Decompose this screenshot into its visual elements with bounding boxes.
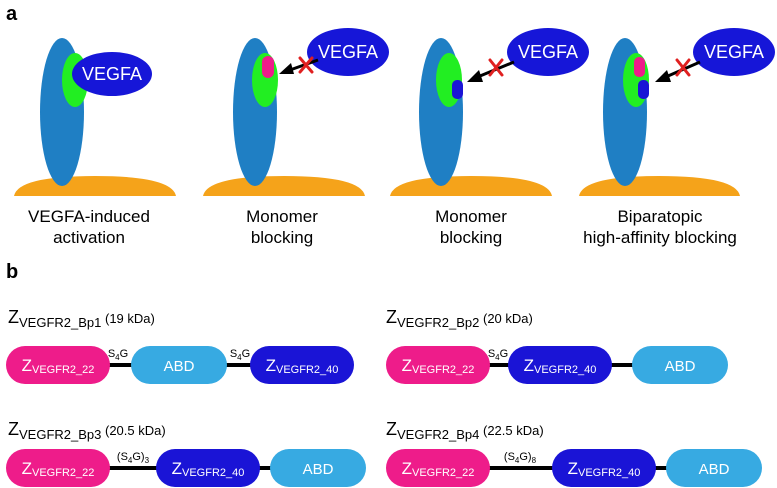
construct-bp2: ZVEGFR2_Bp2 (20 kDa) ZVEGFR2_22 ZVEGFR2_… (386, 307, 728, 384)
scenario-caption-line1: Biparatopic (617, 207, 703, 226)
scenario-monomer-blocking-z40: VEGFA Monomer blocking (390, 28, 589, 247)
panel-b-label: b (6, 261, 18, 283)
scenario-caption-line1: Monomer (246, 207, 318, 226)
linker-label-s4g3: (S4G)3 (117, 451, 150, 465)
z40-domain (156, 449, 260, 487)
z22-domain (386, 449, 490, 487)
z22-affibody (634, 57, 645, 77)
scenario-activation: VEGFA VEGFA-induced activation (14, 38, 176, 247)
blocked-arrow-head (467, 70, 483, 82)
construct-title: ZVEGFR2_Bp4 (22.5 kDa) (386, 419, 544, 442)
z40-domain-label: ZVEGFR2_40 (568, 459, 641, 479)
z40-affibody (638, 80, 649, 99)
linker-label-s4g: S4G (230, 348, 250, 362)
panel-a-label: a (6, 3, 18, 25)
z40-domain-label: ZVEGFR2_40 (172, 459, 245, 479)
scenario-caption-line1: Monomer (435, 207, 507, 226)
z22-domain (386, 346, 490, 384)
block-x-icon (298, 56, 314, 74)
construct-bp1: ZVEGFR2_Bp1 (19 kDa) ZVEGFR2_22 ABD ZVEG… (6, 307, 354, 384)
scenario-biparatopic-blocking: VEGFA Biparatopic high-affinity blocking (579, 28, 775, 247)
z40-domain (250, 346, 354, 384)
linker-label-s4g8: (S4G)8 (504, 451, 537, 465)
scenario-caption-line2: activation (53, 228, 125, 247)
cell-membrane (14, 176, 176, 196)
construct-title: ZVEGFR2_Bp1 (19 kDa) (8, 307, 155, 330)
abd-domain-label: ABD (164, 358, 195, 375)
vegfa-label: VEGFA (518, 42, 578, 62)
construct-bp3: ZVEGFR2_Bp3 (20.5 kDa) ZVEGFR2_22 ZVEGFR… (6, 419, 366, 487)
z40-affibody (452, 80, 463, 99)
block-x-icon (675, 58, 691, 77)
scenario-caption-line2: blocking (440, 228, 502, 247)
vegfa-ligand (693, 28, 775, 76)
z22-domain (6, 449, 110, 487)
abd-domain-label: ABD (699, 461, 730, 478)
cell-membrane (390, 176, 552, 196)
z40-domain (508, 346, 612, 384)
z22-domain-label: ZVEGFR2_22 (22, 356, 95, 376)
z40-domain-label: ZVEGFR2_40 (524, 356, 597, 376)
construct-title: ZVEGFR2_Bp3 (20.5 kDa) (8, 419, 166, 442)
abd-domain (131, 346, 227, 384)
construct-title: ZVEGFR2_Bp2 (20 kDa) (386, 307, 533, 330)
abd-domain (666, 449, 762, 487)
abd-domain-label: ABD (665, 358, 696, 375)
blocked-arrow-shaft (289, 58, 319, 72)
vegfa-ligand (507, 28, 589, 76)
blocked-arrow-head (655, 70, 671, 82)
blocked-arrow-head (279, 63, 294, 74)
z22-domain-label: ZVEGFR2_22 (22, 459, 95, 479)
linker-label-s4g: S4G (488, 348, 508, 362)
vegfa-label: VEGFA (318, 42, 378, 62)
scenario-caption-line2: high-affinity blocking (583, 228, 737, 247)
cell-membrane (579, 176, 740, 196)
z22-domain-label: ZVEGFR2_22 (402, 459, 475, 479)
scenario-monomer-blocking-z22: VEGFA Monomer blocking (203, 28, 389, 247)
vegfa-ligand (72, 52, 152, 96)
abd-domain-label: ABD (303, 461, 334, 478)
construct-bp4: ZVEGFR2_Bp4 (22.5 kDa) ZVEGFR2_22 ZVEGFR… (386, 419, 762, 487)
scenario-caption-line1: VEGFA-induced (28, 207, 150, 226)
scenario-caption-line2: blocking (251, 228, 313, 247)
block-x-icon (488, 58, 504, 77)
abd-domain (270, 449, 366, 487)
abd-domain (632, 346, 728, 384)
vegfa-label: VEGFA (82, 64, 142, 84)
vegfa-ligand (307, 28, 389, 76)
z40-domain-label: ZVEGFR2_40 (266, 356, 339, 376)
z40-domain (552, 449, 656, 487)
z22-affibody (262, 56, 274, 78)
linker-label-s4g: S4G (108, 348, 128, 362)
vegfa-label: VEGFA (704, 42, 764, 62)
z22-domain (6, 346, 110, 384)
cell-membrane (203, 176, 365, 196)
z22-domain-label: ZVEGFR2_22 (402, 356, 475, 376)
